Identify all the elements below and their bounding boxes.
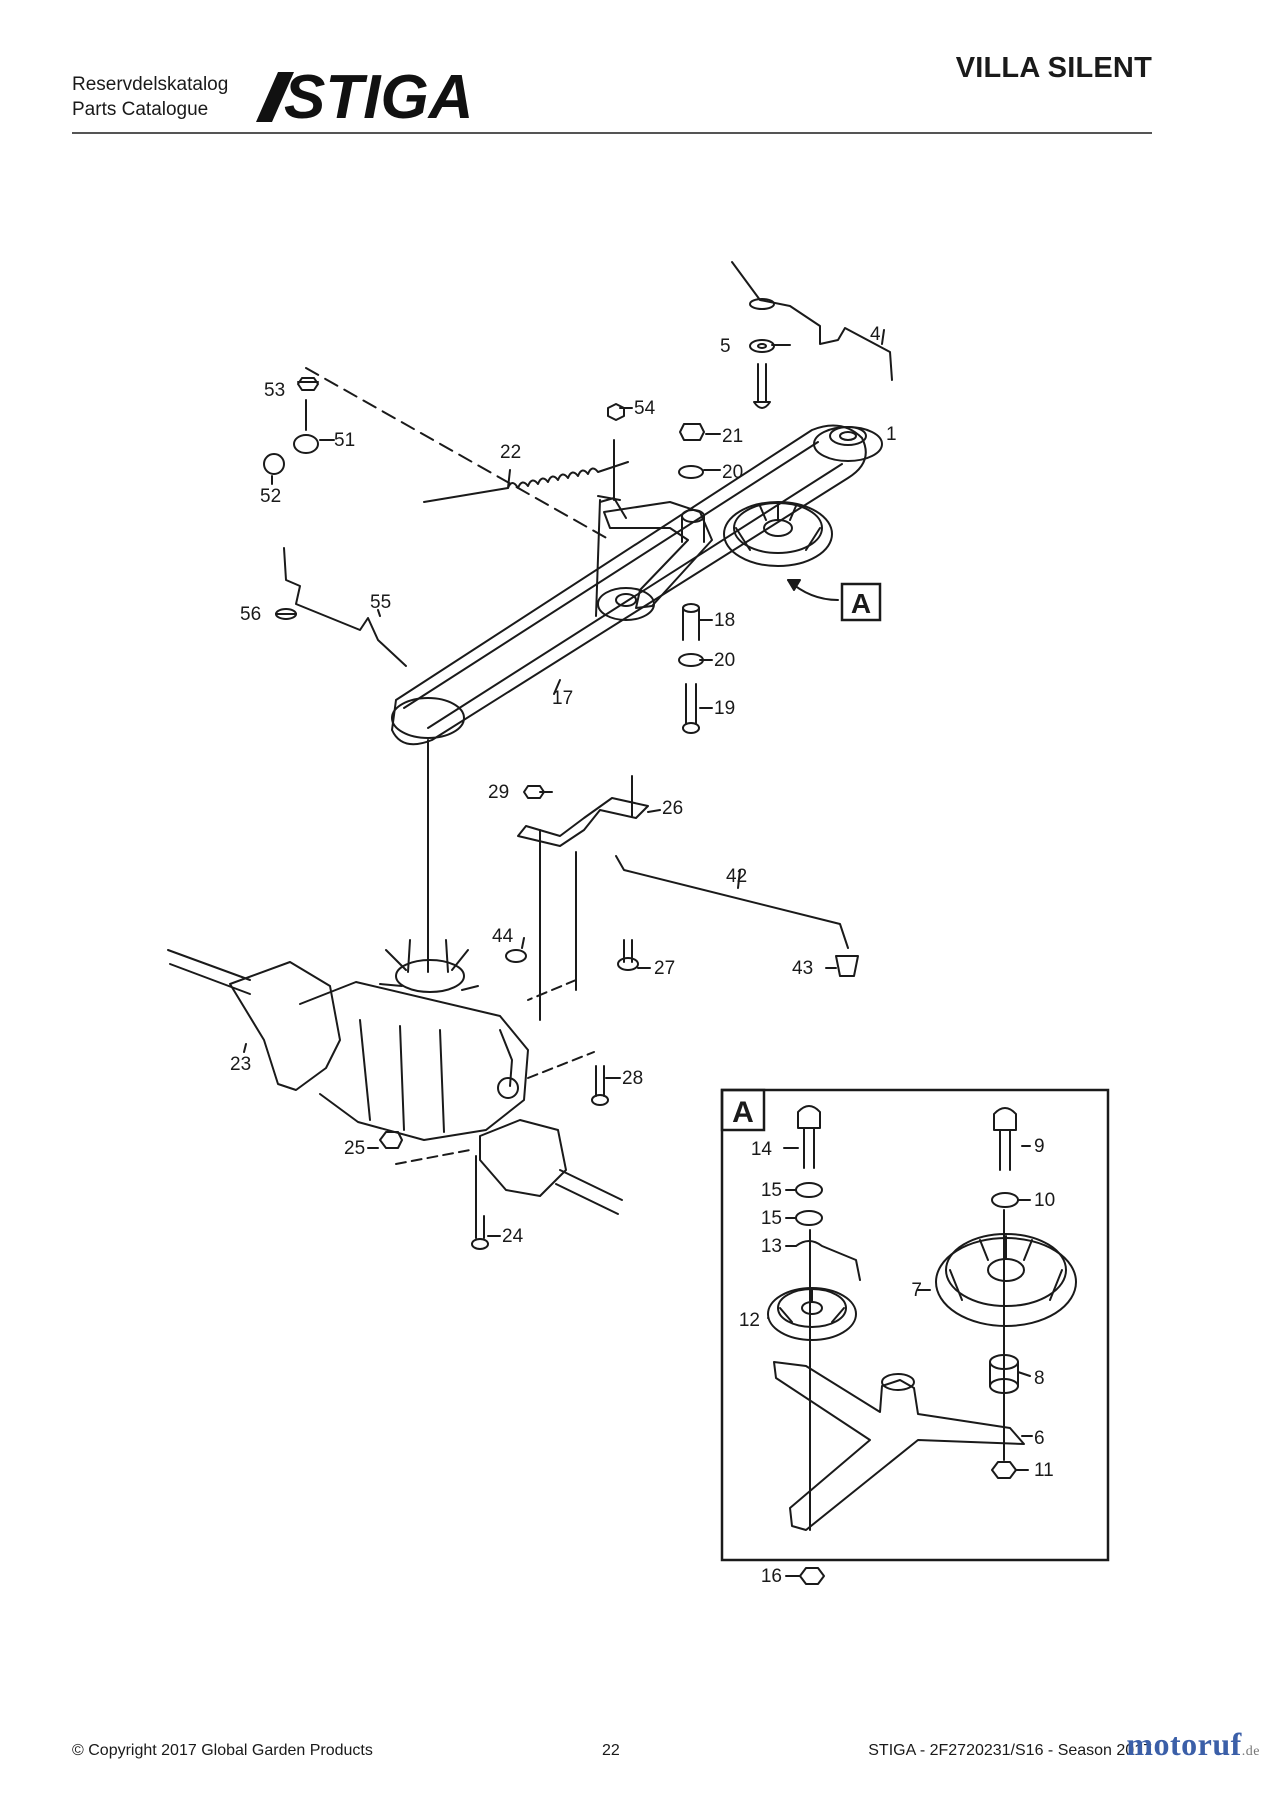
- part-9-bolt: [999, 1129, 1011, 1171]
- callout-12: 12: [739, 1310, 760, 1331]
- callout-17: 17: [552, 688, 573, 709]
- idler-pulley-small: [597, 587, 655, 621]
- footer-page-number: 22: [602, 1742, 620, 1759]
- part-21-nut: [679, 423, 705, 441]
- part-55-rod: [283, 547, 407, 667]
- callout-24: 24: [502, 1226, 524, 1247]
- callout-4: 4: [870, 324, 881, 345]
- catalog-title-sv: Reservdelskatalog: [72, 74, 229, 95]
- footer-document-id: STIGA - 2F2720231/S16 - Season 2017: [868, 1742, 1152, 1759]
- watermark-logo: motoruf.de: [1126, 1726, 1260, 1763]
- callout-26: 26: [662, 798, 683, 819]
- detail-a-marker-label: A: [851, 588, 871, 619]
- callout-20-a: 20: [722, 462, 743, 483]
- callout-13: 13: [761, 1236, 782, 1257]
- callout-55: 55: [370, 592, 391, 613]
- callout-51: 51: [334, 430, 355, 451]
- part-4-rod: [731, 261, 893, 381]
- part-24-bolt: [475, 1155, 485, 1239]
- part-53-nut: [297, 377, 319, 391]
- callout-9: 9: [1034, 1136, 1045, 1157]
- stiga-logo: STIGA: [256, 64, 473, 126]
- part-20-washer-a: [678, 465, 704, 479]
- callout-15-a: 15: [761, 1180, 782, 1201]
- part-25-nut: [379, 1131, 403, 1149]
- part-16-nut: [799, 1567, 825, 1585]
- callout-23: 23: [230, 1054, 251, 1075]
- part-18-spacer: [682, 607, 700, 641]
- callout-20-b: 20: [714, 650, 735, 671]
- callout-10: 10: [1034, 1190, 1055, 1211]
- part-52-bushing: [263, 453, 285, 475]
- callout-5: 5: [720, 336, 731, 357]
- callout-1: 1: [886, 424, 897, 445]
- part-44-washer: [505, 949, 527, 963]
- callout-11: 11: [1034, 1460, 1054, 1481]
- part-6-arm: [773, 1361, 1025, 1531]
- watermark-name: motoruf: [1126, 1726, 1242, 1762]
- callout-22: 22: [500, 442, 521, 463]
- part-43-knob: [835, 955, 859, 977]
- callout-27: 27: [654, 958, 675, 979]
- watermark-tld: .de: [1241, 1744, 1260, 1759]
- callout-52: 52: [260, 486, 281, 507]
- callout-28: 28: [622, 1068, 643, 1089]
- logo-text: STIGA: [284, 64, 473, 126]
- model-name: VILLA SILENT: [955, 52, 1152, 84]
- detail-a-label: A: [732, 1096, 754, 1129]
- callout-8: 8: [1034, 1368, 1045, 1389]
- part-17-belt: [391, 424, 867, 746]
- part-13-clip: [795, 1240, 861, 1281]
- footer-copyright: © Copyright 2017 Global Garden Products: [72, 1742, 373, 1759]
- callout-54: 54: [634, 398, 656, 419]
- callout-42: 42: [726, 866, 747, 887]
- part-8-bushing: [989, 1361, 1019, 1387]
- detail-a-panel: A: [720, 1088, 1110, 1587]
- part-28-bolt: [595, 1065, 605, 1097]
- part-14-bolt: [803, 1127, 815, 1169]
- callout-53: 53: [264, 380, 285, 401]
- callout-21: 21: [722, 426, 743, 447]
- callout-18: 18: [714, 610, 735, 631]
- header-divider: [72, 132, 1152, 134]
- callout-29: 29: [488, 782, 509, 803]
- part-54-bracket: [599, 439, 627, 519]
- lower-pulley: [391, 697, 465, 739]
- callout-6: 6: [1034, 1428, 1045, 1449]
- part-26-bracket: [517, 797, 649, 847]
- callout-19: 19: [714, 698, 735, 719]
- part-19-bolt: [685, 683, 697, 725]
- callout-15-b: 15: [761, 1208, 782, 1229]
- callout-14: 14: [751, 1139, 773, 1160]
- callout-56: 56: [240, 604, 261, 625]
- part-23-transaxle: [167, 939, 623, 1215]
- callout-7: 7: [911, 1280, 922, 1301]
- part-22-spring: [423, 461, 629, 503]
- pivot-tube: [681, 515, 705, 543]
- part-5-washer: [749, 339, 775, 353]
- idler-arm: [603, 501, 713, 609]
- callout-25: 25: [344, 1138, 365, 1159]
- catalog-title-en: Parts Catalogue: [72, 99, 209, 120]
- callout-44: 44: [492, 926, 514, 947]
- callout-16: 16: [761, 1566, 782, 1587]
- callout-43: 43: [792, 958, 813, 979]
- detail-a-marker: [840, 582, 882, 622]
- part-42-rod: [615, 855, 849, 949]
- exploded-parts-diagram: 1 4 5 53 51 52 54 21 20 22 18 20 19 55 5…: [167, 261, 1110, 1587]
